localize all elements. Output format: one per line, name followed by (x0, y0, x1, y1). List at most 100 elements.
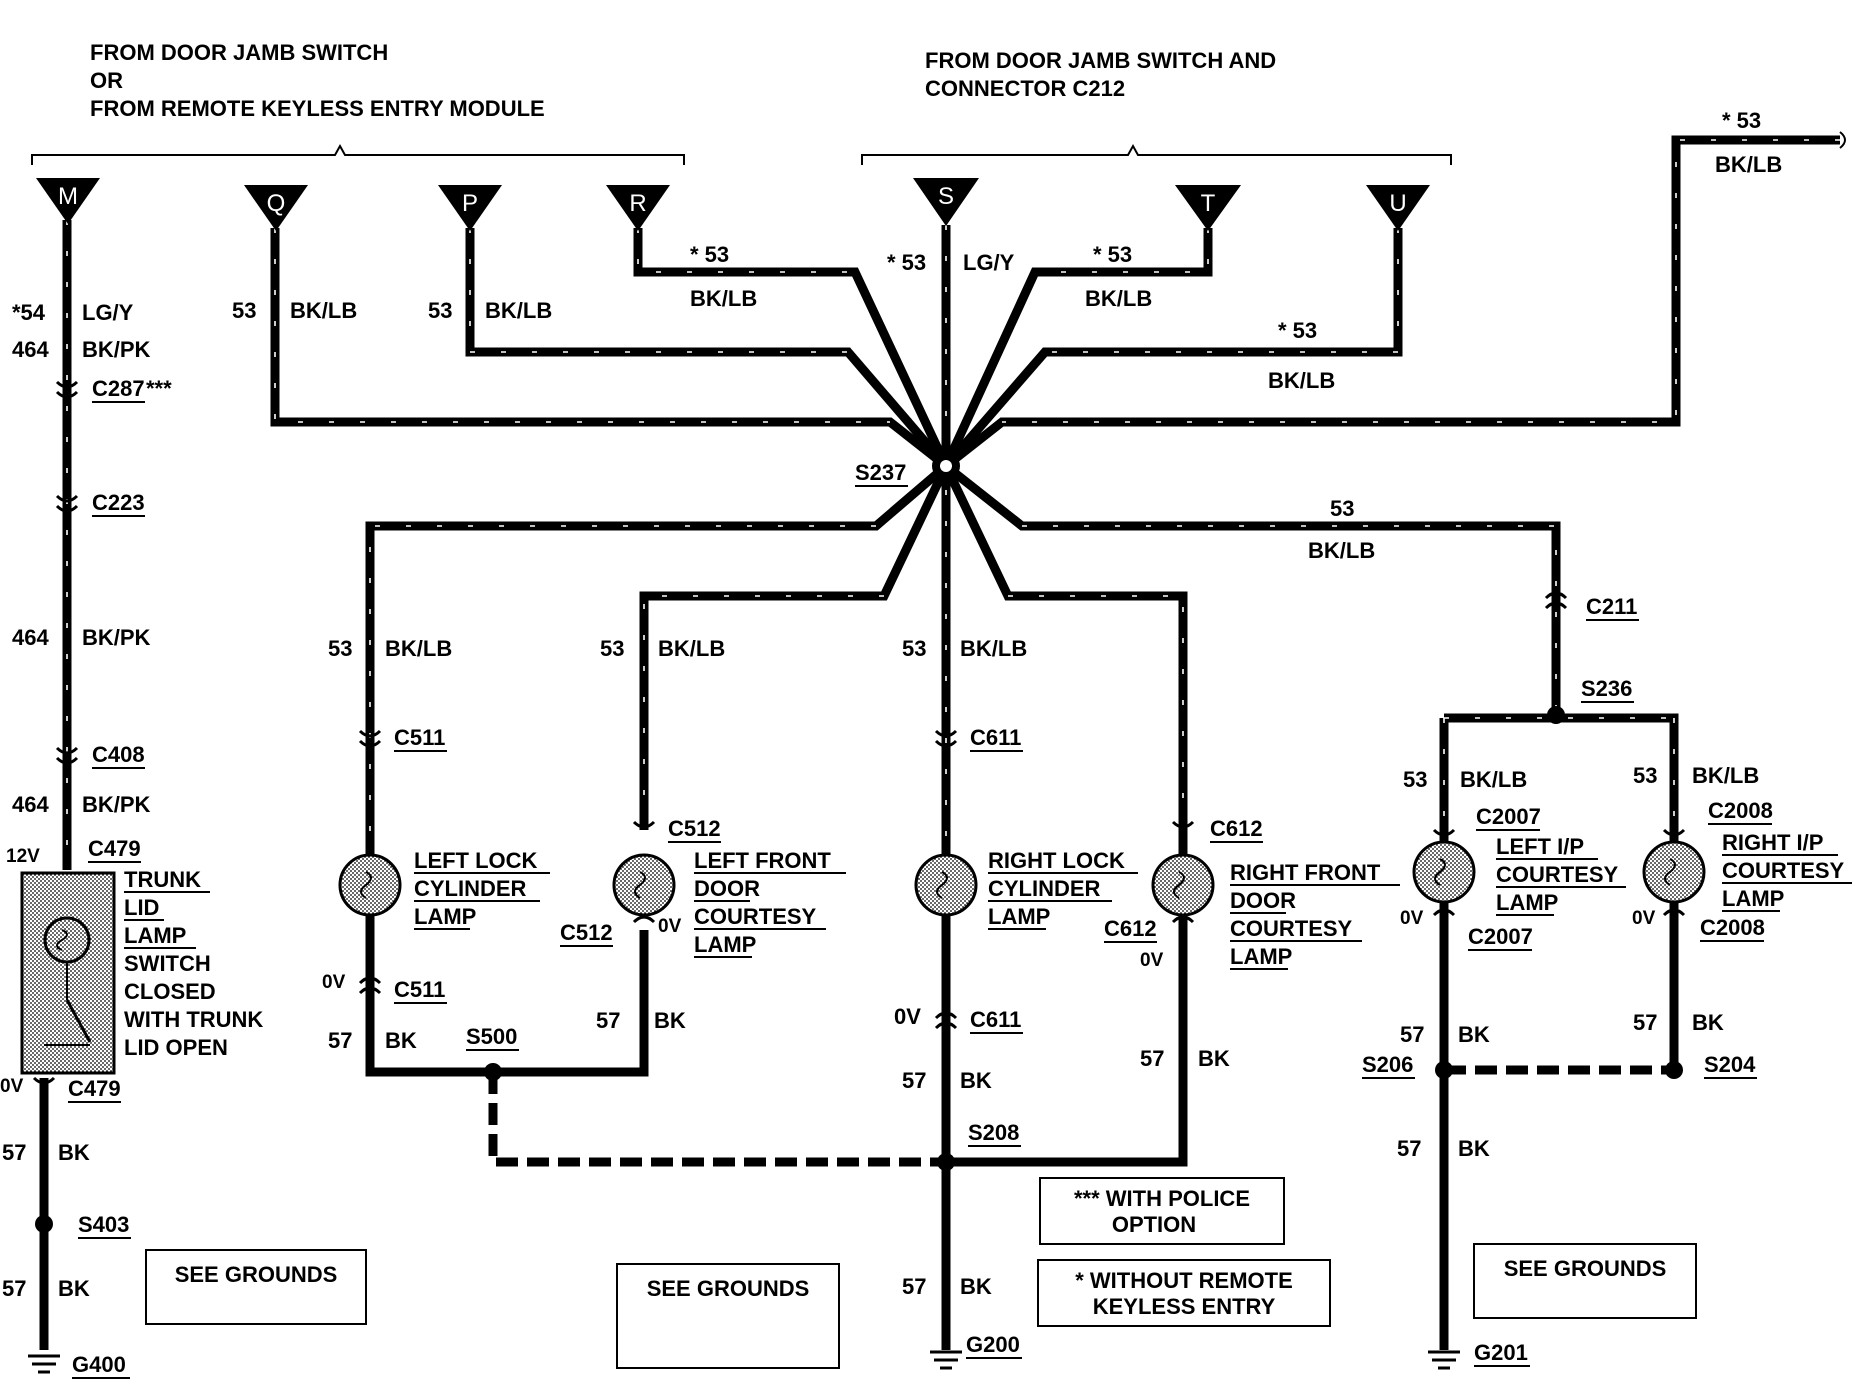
input-u: U (1366, 185, 1430, 231)
wire-s500-left-circuit: 57 (328, 1028, 352, 1053)
connector-c479-top-label: C479 (88, 836, 141, 861)
splice-s208-dot (937, 1153, 955, 1171)
lamp-icon (1151, 853, 1215, 917)
wire-u-circuit: * 53 (1278, 318, 1317, 343)
svg-text:LAMP: LAMP (124, 923, 186, 948)
trunk-lid-lamp-switch: TRUNK LID LAMP SWITCH CLOSED WITH TRUNK … (20, 867, 263, 1075)
svg-text:CYLINDER: CYLINDER (988, 876, 1101, 901)
left-lock-cylinder-lamp: LEFT LOCK CYLINDER LAMP (338, 848, 538, 929)
splices: S236 S500 S208 S206 S204 S403 (35, 676, 1756, 1237)
voltage-labels: 12V 0V 0V 0V 0V 0V 0V 0V (0, 846, 1656, 1097)
connector-c612-top-label: C612 (1210, 816, 1263, 841)
voltage-right-lock-0v: 0V (894, 1004, 921, 1029)
svg-text:SEE GROUNDS: SEE GROUNDS (1504, 1256, 1667, 1281)
svg-text:LEFT LOCK: LEFT LOCK (414, 848, 538, 873)
svg-text:LID OPEN: LID OPEN (124, 1035, 228, 1060)
splice-s204-dot (1665, 1061, 1683, 1079)
splice-s208-label: S208 (968, 1120, 1019, 1145)
left-bracket (31, 143, 685, 165)
wire-m-color2: BK/PK (82, 337, 151, 362)
splice-s403-label: S403 (78, 1212, 129, 1237)
wire-s500-right-color: BK (654, 1008, 686, 1033)
wire-right-front-circuit: 57 (1140, 1046, 1164, 1071)
connector-c2008-bottom-label: C2008 (1700, 915, 1765, 940)
right-bracket (861, 143, 1452, 165)
wire-g400-color2: BK (58, 1276, 90, 1301)
connector-c512-bottom-label: C512 (560, 920, 613, 945)
splice-s403-dot (35, 1215, 53, 1233)
svg-text:COURTESY: COURTESY (1496, 862, 1619, 887)
input-p: P (438, 185, 502, 231)
connector-c2008-top-label: C2008 (1708, 798, 1773, 823)
wire-right-lock-circuit: 53 (902, 636, 926, 661)
see-grounds-box-left: SEE GROUNDS (145, 1249, 367, 1325)
splice-s236-label: S236 (1581, 676, 1632, 701)
header-right-line1: FROM DOOR JAMB SWITCH AND (925, 48, 1276, 73)
svg-text:COURTESY: COURTESY (694, 904, 817, 929)
wire-q-color: BK/LB (290, 298, 357, 323)
svg-text:RIGHT FRONT: RIGHT FRONT (1230, 860, 1381, 885)
wire-r-color: BK/LB (690, 286, 757, 311)
svg-text:CYLINDER: CYLINDER (414, 876, 527, 901)
connector-c2007-top-label: C2007 (1476, 804, 1541, 829)
wire-right-ip-circuit: 53 (1633, 763, 1657, 788)
connector-c511-top-label: C511 (394, 725, 445, 750)
svg-text:LAMP: LAMP (694, 932, 756, 957)
wire-left-front-color: BK/LB (658, 636, 725, 661)
splice-s206-dot (1435, 1061, 1453, 1079)
wire-p-color: BK/LB (485, 298, 552, 323)
voltage-left-lock-0v: 0V (322, 972, 346, 993)
connector-c512-top-label: C512 (668, 816, 721, 841)
component-underlines (124, 854, 1852, 970)
connector-c287-note: *** (146, 376, 172, 401)
wire-m-circuit4: 464 (12, 792, 49, 817)
svg-text:LEFT I/P: LEFT I/P (1496, 834, 1584, 859)
splice-s206-label: S206 (1362, 1052, 1413, 1077)
wire-m-color1: LG/Y (82, 300, 134, 325)
splice-s500-label: S500 (466, 1024, 517, 1049)
ground-g201: G201 (1428, 1340, 1528, 1370)
svg-text:DOOR: DOOR (694, 876, 760, 901)
svg-text:OPTION: OPTION (1112, 1212, 1196, 1237)
wire-s206-circuit: 57 (1400, 1022, 1424, 1047)
wire-far-right-color: BK/LB (1715, 152, 1782, 177)
svg-text:* WITHOUT REMOTE: * WITHOUT REMOTE (1075, 1268, 1293, 1293)
wire-m-circuit2: 464 (12, 337, 49, 362)
header-left-line3: FROM REMOTE KEYLESS ENTRY MODULE (90, 96, 545, 121)
wire-left-lock-color: BK/LB (385, 636, 452, 661)
header-left-line2: OR (90, 68, 123, 93)
svg-text:LAMP: LAMP (1722, 886, 1784, 911)
wire-left-ip-circuit: 53 (1403, 767, 1427, 792)
voltage-left-front-0v: 0V (658, 916, 682, 937)
connector-c287-label: C287 (92, 376, 145, 401)
ground-icon (1428, 1350, 1460, 1370)
svg-text:SWITCH: SWITCH (124, 951, 211, 976)
ground-links (488, 1065, 1674, 1345)
ground-icon (930, 1350, 962, 1370)
header-left-line1: FROM DOOR JAMB SWITCH (90, 40, 388, 65)
wire-g201-color: BK (1458, 1136, 1490, 1161)
input-q-label: Q (267, 190, 286, 217)
wire-far-right-circuit: * 53 (1722, 108, 1761, 133)
right-front-door-courtesy-lamp: RIGHT FRONT DOOR COURTESY LAMP (1151, 853, 1381, 969)
lamp-icon (1412, 840, 1476, 904)
wire-g400-color1: BK (58, 1140, 90, 1165)
svg-text:RIGHT I/P: RIGHT I/P (1722, 830, 1823, 855)
wire-m-color3: BK/PK (82, 625, 151, 650)
svg-text:*** WITH POLICE: *** WITH POLICE (1074, 1186, 1250, 1211)
ground-icon (28, 1354, 60, 1374)
wire-ticks (66, 139, 1840, 870)
wire-g400-circuit1: 57 (2, 1140, 26, 1165)
wire-s208-color: BK (960, 1068, 992, 1093)
svg-text:COURTESY: COURTESY (1230, 916, 1353, 941)
connector-c408-label: C408 (92, 742, 145, 767)
connector-c211-label: C211 (1586, 594, 1637, 619)
lamp-icon (612, 853, 676, 917)
svg-text:DOOR: DOOR (1230, 888, 1296, 913)
splice-s500-dot (484, 1063, 502, 1081)
ground-g200-label: G200 (966, 1332, 1020, 1357)
svg-text:LAMP: LAMP (1230, 944, 1292, 969)
keyless-entry-note: * WITHOUT REMOTE KEYLESS ENTRY (1037, 1259, 1331, 1327)
wire-left-lock-circuit: 53 (328, 636, 352, 661)
